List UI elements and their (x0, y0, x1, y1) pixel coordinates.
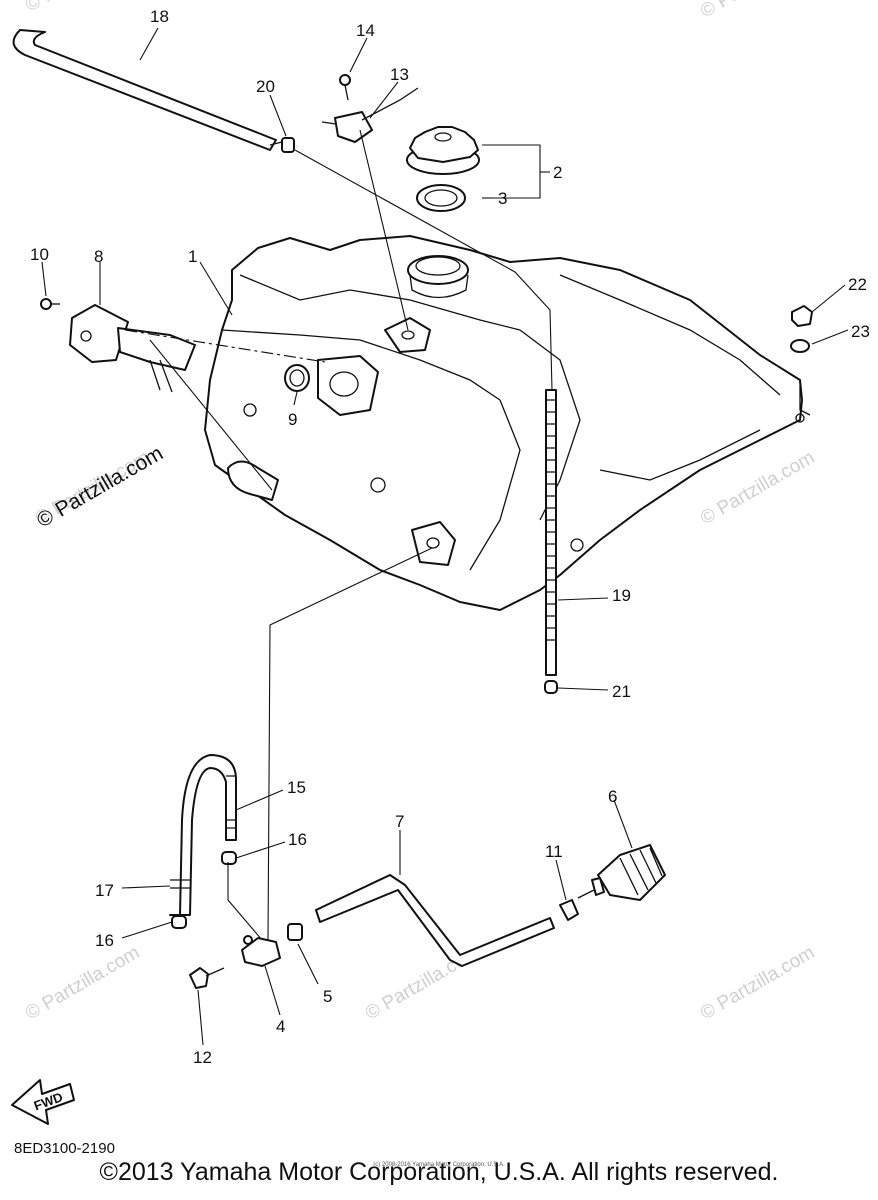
callout-6: 6 (608, 787, 617, 806)
callouts: 1 2 3 4 5 6 7 8 9 10 11 12 13 14 15 16 1… (30, 7, 870, 1067)
callout-15: 15 (287, 778, 306, 797)
callout-5: 5 (323, 987, 332, 1006)
callout-17: 17 (95, 881, 114, 900)
clamp-20 (281, 137, 295, 153)
callout-20: 20 (256, 77, 275, 96)
callout-8: 8 (94, 247, 103, 266)
screw-10 (40, 298, 60, 310)
small-copyright: (c) 2008-2016 Yamaha Motor Corporation, … (373, 1162, 505, 1168)
side-watermark: © Partzilla.com (33, 442, 167, 533)
callout-2: 2 (553, 163, 562, 182)
callout-21: 21 (612, 682, 631, 701)
callout-9: 9 (288, 410, 297, 429)
callout-10: 10 (30, 245, 49, 264)
callout-3: 3 (498, 189, 507, 208)
bolt-12 (189, 967, 225, 989)
watermark: © Partzilla.com (22, 0, 143, 16)
callout-4: 4 (276, 1017, 285, 1036)
feed-line (267, 547, 433, 941)
callout-11: 11 (545, 842, 563, 861)
vent-hose-19 (544, 389, 558, 694)
callout-19: 19 (612, 586, 631, 605)
clamp-11 (559, 899, 579, 921)
callout-1: 1 (188, 247, 197, 266)
callout-12: 12 (193, 1048, 212, 1067)
callout-13: 13 (390, 65, 409, 84)
diagram-code: 8ED3100-2190 (14, 1140, 115, 1157)
callout-18: 18 (150, 7, 169, 26)
breather-hose (12, 29, 283, 151)
callout-7: 7 (395, 812, 404, 831)
fuel-filter (577, 844, 666, 901)
vent-line (294, 149, 553, 391)
leader-lines (41, 27, 849, 1046)
copyright-notice: ©2013 Yamaha Motor Corporation, U.S.A. A… (99, 1158, 779, 1186)
callout-14: 14 (356, 21, 375, 40)
callout-16: 16 (95, 931, 114, 950)
fuel-cock (227, 862, 281, 967)
hose-17 (169, 754, 237, 916)
vent-bracket (321, 74, 419, 331)
watermark: © Partzilla.com (697, 0, 818, 22)
fuel-cap (406, 126, 480, 212)
fuel-sender (69, 304, 326, 491)
fuel-hose-7 (315, 874, 555, 967)
clamp-16 (221, 851, 237, 865)
watermark: © Partzilla.com (697, 942, 818, 1024)
fwd-arrow: FWD (11, 1079, 75, 1125)
nut-damper (790, 305, 813, 353)
callout-22: 22 (848, 275, 867, 294)
callout-16: 16 (288, 830, 307, 849)
collar-5 (287, 923, 303, 941)
fuel-tank (204, 235, 811, 611)
watermark: © Partzilla.com (22, 942, 143, 1024)
clamp-16 (171, 915, 187, 929)
callout-23: 23 (851, 322, 870, 341)
